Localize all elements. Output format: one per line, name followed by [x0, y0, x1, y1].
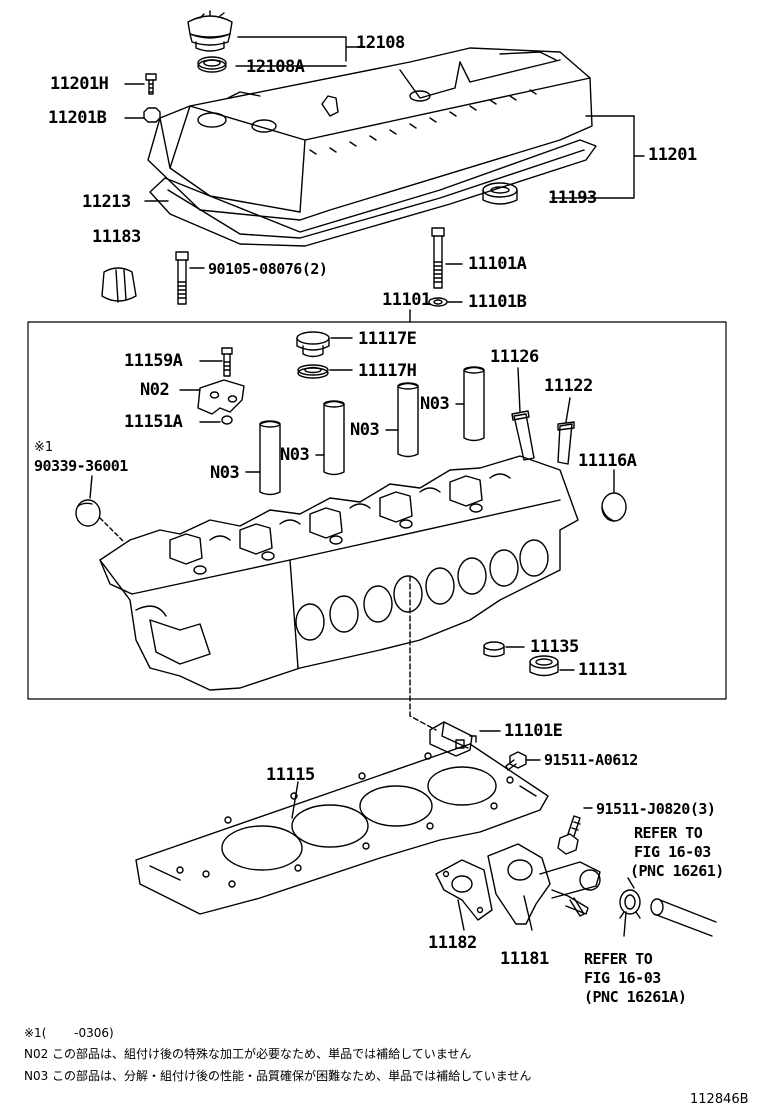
outlet-11181-drawing	[488, 844, 600, 924]
washer-11101B-drawing	[429, 298, 447, 306]
guide-11122-drawing	[558, 422, 574, 464]
gasket-11182-drawing	[436, 860, 492, 920]
label-ref2-line3: (PNC 16261A)	[584, 988, 687, 1006]
label-11201: 11201	[648, 145, 697, 165]
plug-11116A-drawing	[602, 493, 626, 521]
plug-11183-drawing	[102, 268, 136, 302]
label-N03-3: N03	[350, 420, 380, 440]
clamp-drawing	[620, 890, 640, 918]
bracket-N02-drawing	[198, 380, 244, 414]
footnote-1: ※1( -0306)	[24, 1026, 114, 1040]
label-12108: 12108	[356, 33, 405, 53]
label-11201H: 11201H	[50, 74, 109, 94]
label-N03-4: N03	[420, 394, 450, 414]
label-11117H: 11117H	[358, 361, 417, 381]
guide-11126-drawing	[512, 411, 534, 460]
cylinder-head-cover-drawing	[148, 48, 592, 220]
label-91511-J0820: 91511-J0820(3)	[596, 800, 716, 818]
cylinder-head-assembly-box	[28, 322, 726, 699]
gasket-12108A-drawing	[198, 57, 226, 72]
head-gasket-11115-drawing	[136, 744, 548, 914]
label-11115: 11115	[266, 765, 315, 785]
label-11126: 11126	[490, 347, 539, 367]
label-11101E: 11101E	[504, 721, 563, 741]
seal-11135-drawing	[484, 642, 504, 657]
label-11117E: 11117E	[358, 329, 417, 349]
label-90339-36001: 90339-36001	[34, 457, 128, 475]
label-11159A: 11159A	[124, 351, 183, 371]
figure-code: 112846B	[690, 1092, 749, 1107]
label-12108A: 12108A	[246, 57, 305, 77]
sleeves-N03-drawing	[260, 367, 484, 495]
leader-90339	[90, 476, 92, 498]
plug-11117E-drawing	[297, 332, 329, 357]
label-11101: 11101	[382, 290, 431, 310]
bolt-11101A-drawing	[432, 228, 444, 288]
label-11131: 11131	[578, 660, 627, 680]
leader-11115	[292, 782, 298, 818]
bolt-91511-J0820-drawing	[558, 816, 580, 854]
label-note-mark-1: ※1	[34, 440, 54, 455]
nut-11201B-drawing	[144, 108, 160, 122]
label-11193: 11193	[548, 188, 597, 208]
bolt-11159A-drawing	[222, 348, 232, 376]
label-11135: 11135	[530, 637, 579, 657]
label-ref2-line1: REFER TO	[584, 950, 653, 968]
label-11183: 11183	[92, 227, 141, 247]
bolt-90105-drawing	[176, 252, 188, 304]
label-ref1-line3: (PNC 16261)	[630, 862, 724, 880]
leader-11182	[458, 900, 464, 930]
sensor-11101E-drawing	[430, 722, 476, 756]
leader-ref2	[624, 912, 626, 936]
gasket-11213-drawing	[150, 140, 596, 246]
label-11182: 11182	[428, 933, 477, 953]
pin-11151A-drawing	[222, 416, 232, 424]
label-N02: N02	[140, 380, 170, 400]
seal-11193-drawing	[483, 183, 517, 204]
label-90105-08076: 90105-08076(2)	[208, 260, 328, 278]
bolt-11201H-drawing	[146, 74, 156, 94]
leader-ref1	[628, 878, 634, 888]
label-91511-A0612: 91511-A0612	[544, 751, 638, 769]
leader-11181	[524, 896, 532, 930]
footnote-N03: N03 この部品は、分解・組付け後の性能・品質確保が困難なため、単品では補給して…	[24, 1069, 532, 1083]
footnote-N02: N02 この部品は、組付け後の特殊な加工が必要なため、単品では補給していません	[24, 1047, 472, 1061]
bolt-91511-A0612-drawing	[506, 752, 526, 770]
gasket-11117H-drawing	[298, 365, 328, 378]
seal-11131-drawing	[530, 656, 558, 676]
plug-90339-drawing	[76, 500, 100, 526]
label-11181: 11181	[500, 949, 549, 969]
label-ref1-line1: REFER TO	[634, 824, 703, 842]
leader-12108	[236, 37, 358, 66]
bracket-11201	[552, 116, 644, 198]
leader-sensor-dash	[410, 576, 436, 730]
leader-90339-dash	[100, 518, 124, 542]
label-11201B: 11201B	[48, 108, 107, 128]
label-ref1-line2: FIG 16-03	[634, 843, 711, 861]
hose-drawing	[651, 899, 716, 936]
label-ref2-line2: FIG 16-03	[584, 969, 661, 987]
oil-filler-cap-drawing	[188, 11, 232, 51]
label-11101A: 11101A	[468, 254, 527, 274]
leader-11122	[566, 398, 570, 422]
label-11101B: 11101B	[468, 292, 527, 312]
leader-11126	[518, 368, 520, 412]
label-11116A: 11116A	[578, 451, 637, 471]
label-11213: 11213	[82, 192, 131, 212]
label-11122: 11122	[544, 376, 593, 396]
label-N03-2: N03	[280, 445, 310, 465]
label-11151A: 11151A	[124, 412, 183, 432]
cylinder-head-drawing	[100, 456, 578, 690]
label-N03-1: N03	[210, 463, 240, 483]
